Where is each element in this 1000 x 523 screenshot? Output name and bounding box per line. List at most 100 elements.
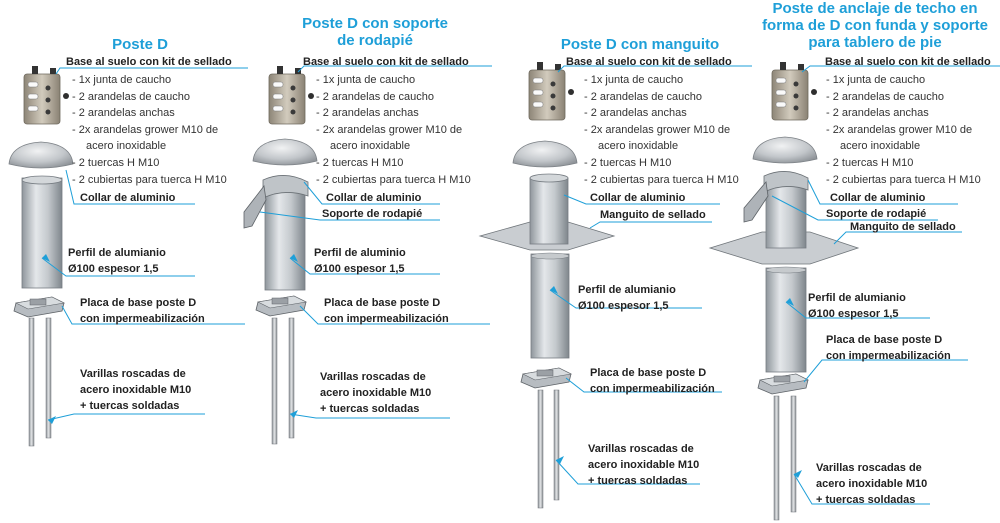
kit-item: - 2 arandelas de caucho bbox=[316, 90, 435, 103]
kit-item: - 2 arandelas anchas bbox=[584, 107, 687, 120]
label-line: + tuercas soldadas bbox=[320, 403, 420, 415]
kit-item: acero inoxidable bbox=[86, 140, 167, 153]
col1-rods-label: Varillas roscadas de acero inoxidable M1… bbox=[80, 366, 191, 414]
kit-item: - 1x junta de caucho bbox=[316, 74, 416, 86]
col2-rods-label: Varillas roscadas de acero inoxidable M1… bbox=[320, 369, 431, 417]
kit-item: - 2 tuercas H M10 bbox=[72, 156, 160, 169]
col2-base-heading: Base al suelo con kit de sellado bbox=[303, 56, 469, 68]
col1-kit-list: - 1x junta de caucho - 2 arandelas de ca… bbox=[72, 72, 227, 188]
kit-item: - 2 arandelas anchas bbox=[72, 107, 175, 120]
label-line: acero inoxidable M10 bbox=[816, 478, 928, 490]
kit-item: - 2x arandelas grower M10 de bbox=[584, 123, 731, 136]
label-line: Placa de base poste D bbox=[324, 297, 441, 309]
col4-kit-list: - 1x junta de caucho - 2 arandelas de ca… bbox=[826, 72, 981, 188]
col4-rods-label: Varillas roscadas de acero inoxidable M1… bbox=[816, 460, 927, 508]
kit-item: - 2x arandelas grower M10 de bbox=[72, 123, 219, 136]
col3-rods-label: Varillas roscadas de acero inoxidable M1… bbox=[588, 441, 699, 489]
title-line: Poste de anclaje de techo en bbox=[772, 0, 978, 17]
title-line: forma de D con funda y soporte bbox=[762, 17, 988, 34]
col1-collar-label: Collar de aluminio bbox=[80, 192, 176, 204]
col3-collar-label: Collar de aluminio bbox=[590, 192, 686, 204]
title-line: de rodapié bbox=[337, 32, 413, 49]
col2-kit-list: - 1x junta de caucho - 2 arandelas de ca… bbox=[316, 72, 471, 188]
col1-plate-label: Placa de base poste D con impermeabiliza… bbox=[80, 295, 205, 327]
column-3-drawing bbox=[478, 61, 616, 509]
label-line: Ø100 espesor 1,5 bbox=[808, 308, 899, 320]
label-line: con impermeabilización bbox=[590, 383, 715, 395]
label-line: Placa de base poste D bbox=[80, 297, 197, 309]
label-line: Ø100 espesor 1,5 bbox=[578, 300, 669, 312]
label-line: + tuercas soldadas bbox=[80, 400, 180, 412]
label-line: con impermeabilización bbox=[80, 313, 205, 325]
kit-item: - 2 arandelas anchas bbox=[316, 107, 419, 120]
column-2-drawing bbox=[243, 65, 318, 445]
kit-item: - 2 cubiertas para tuerca H M10 bbox=[316, 173, 471, 186]
col2-collar-label: Collar de aluminio bbox=[326, 192, 422, 204]
kit-item: - 2 arandelas anchas bbox=[826, 107, 929, 120]
kit-item: - 2x arandelas grower M10 de bbox=[826, 123, 973, 136]
col1-profile-label: Perfil de alumianio Ø100 espesor 1,5 bbox=[68, 245, 166, 277]
column-4-drawing bbox=[708, 61, 860, 521]
leader-lines bbox=[41, 65, 1000, 505]
kit-item: acero inoxidable bbox=[330, 140, 411, 153]
col2-support-label: Soporte de rodapié bbox=[322, 208, 423, 220]
col2-profile-label: Perfil de aluminio Ø100 espesor 1,5 bbox=[314, 245, 406, 277]
kit-item: - 1x junta de caucho bbox=[826, 74, 926, 86]
title-poste-d-rodapie: Poste D con soporte de rodapié bbox=[290, 15, 460, 49]
kit-item: - 2 tuercas H M10 bbox=[584, 156, 672, 169]
kit-item: acero inoxidable bbox=[598, 140, 679, 153]
column-1-drawing bbox=[8, 65, 74, 447]
label-line: acero inoxidable M10 bbox=[320, 387, 432, 399]
col4-base-heading: Base al suelo con kit de sellado bbox=[825, 56, 991, 68]
col3-sleeve-label: Manguito de sellado bbox=[600, 209, 706, 221]
kit-item: - 2 tuercas H M10 bbox=[316, 156, 404, 169]
label-line: acero inoxidable M10 bbox=[588, 459, 700, 471]
title-line: Poste D con soporte bbox=[302, 15, 448, 32]
title-line: para tablero de pie bbox=[808, 34, 942, 51]
col2-plate-label: Placa de base poste D con impermeabiliza… bbox=[324, 295, 449, 327]
kit-item: - 2 arandelas de caucho bbox=[826, 90, 945, 103]
leader-arrows bbox=[42, 254, 802, 478]
label-line: acero inoxidable M10 bbox=[80, 384, 192, 396]
label-line: Placa de base poste D bbox=[826, 334, 943, 346]
kit-item: - 2 arandelas de caucho bbox=[584, 90, 703, 103]
col4-profile-label: Perfil de alumianio Ø100 espesor 1,5 bbox=[808, 290, 906, 322]
kit-item: - 2 cubiertas para tuerca H M10 bbox=[584, 173, 739, 186]
label-line: Ø100 espesor 1,5 bbox=[314, 263, 405, 275]
kit-item: - 2 tuercas H M10 bbox=[826, 156, 914, 169]
label-line: Perfil de alumianio bbox=[68, 247, 166, 259]
label-line: Perfil de aluminio bbox=[314, 247, 406, 259]
label-line: Varillas roscadas de bbox=[80, 368, 186, 380]
label-line: + tuercas soldadas bbox=[816, 494, 916, 506]
title-poste-anclaje-techo: Poste de anclaje de techo en forma de D … bbox=[755, 0, 995, 51]
title-poste-d: Poste D bbox=[112, 36, 168, 53]
label-line: con impermeabilización bbox=[324, 313, 449, 325]
col3-base-heading: Base al suelo con kit de sellado bbox=[566, 56, 732, 68]
col3-profile-label: Perfil de alumianio Ø100 espesor 1,5 bbox=[578, 282, 676, 314]
label-line: con impermeabilización bbox=[826, 350, 951, 362]
title-poste-d-manguito: Poste D con manguito bbox=[560, 36, 720, 53]
label-line: Varillas roscadas de bbox=[588, 443, 694, 455]
kit-item: - 2 cubiertas para tuerca H M10 bbox=[72, 173, 227, 186]
kit-item: acero inoxidable bbox=[840, 140, 921, 153]
label-line: Varillas roscadas de bbox=[816, 462, 922, 474]
label-line: Perfil de alumianio bbox=[578, 284, 676, 296]
label-line: Ø100 espesor 1,5 bbox=[68, 263, 159, 275]
kit-item: - 1x junta de caucho bbox=[72, 74, 172, 86]
label-line: Perfil de alumianio bbox=[808, 292, 906, 304]
col3-plate-label: Placa de base poste D con impermeabiliza… bbox=[590, 365, 715, 397]
label-line: Placa de base poste D bbox=[590, 367, 707, 379]
label-line: Varillas roscadas de bbox=[320, 371, 426, 383]
kit-item: - 1x junta de caucho bbox=[584, 74, 684, 86]
kit-item: - 2 arandelas de caucho bbox=[72, 90, 191, 103]
col1-base-heading: Base al suelo con kit de sellado bbox=[66, 56, 232, 68]
col4-sleeve-label: Manguito de sellado bbox=[850, 221, 956, 233]
col4-support-label: Soporte de rodapié bbox=[826, 208, 927, 220]
col4-collar-label: Collar de aluminio bbox=[830, 192, 926, 204]
kit-item: - 2 cubiertas para tuerca H M10 bbox=[826, 173, 981, 186]
kit-item: - 2x arandelas grower M10 de bbox=[316, 123, 463, 136]
label-line: + tuercas soldadas bbox=[588, 475, 688, 487]
col3-kit-list: - 1x junta de caucho - 2 arandelas de ca… bbox=[584, 72, 739, 188]
col4-plate-label: Placa de base poste D con impermeabiliza… bbox=[826, 332, 951, 364]
